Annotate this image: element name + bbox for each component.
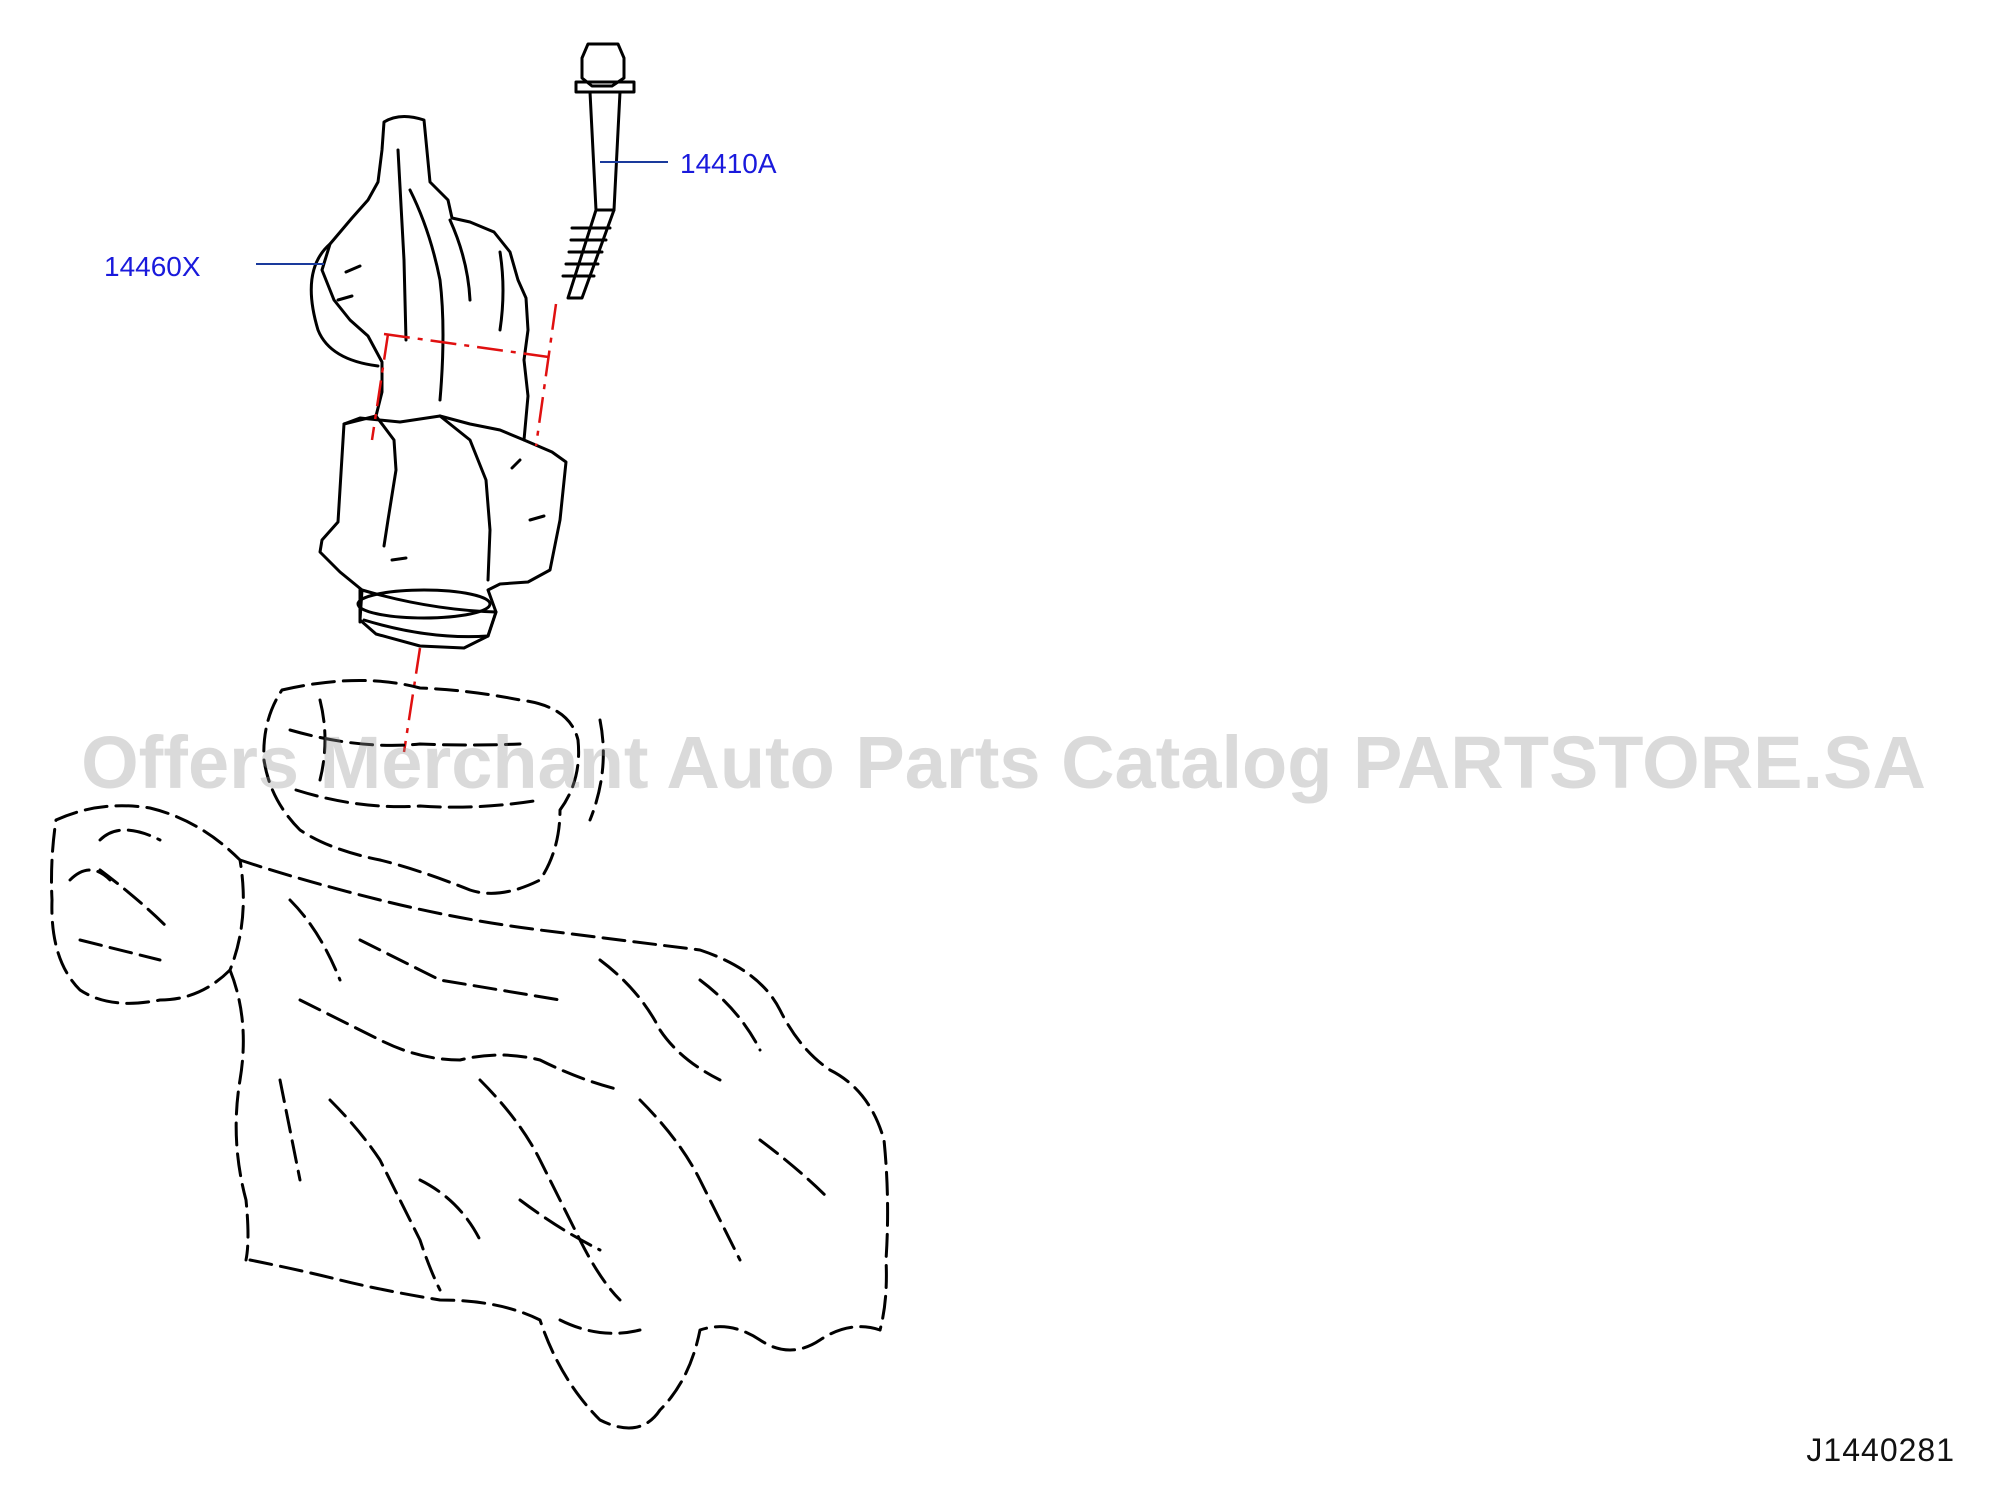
diagram-code: J1440281 [1806, 1432, 1955, 1468]
callout-label-14460X[interactable]: 14460X [104, 251, 201, 282]
callout-label-14410A[interactable]: 14410A [680, 148, 777, 179]
leader-lines [256, 161, 668, 265]
housing-drawing [309, 115, 568, 650]
alignment-center-lines [370, 303, 558, 753]
engine-block-drawing [50, 679, 890, 1430]
bolt-drawing [561, 42, 636, 300]
